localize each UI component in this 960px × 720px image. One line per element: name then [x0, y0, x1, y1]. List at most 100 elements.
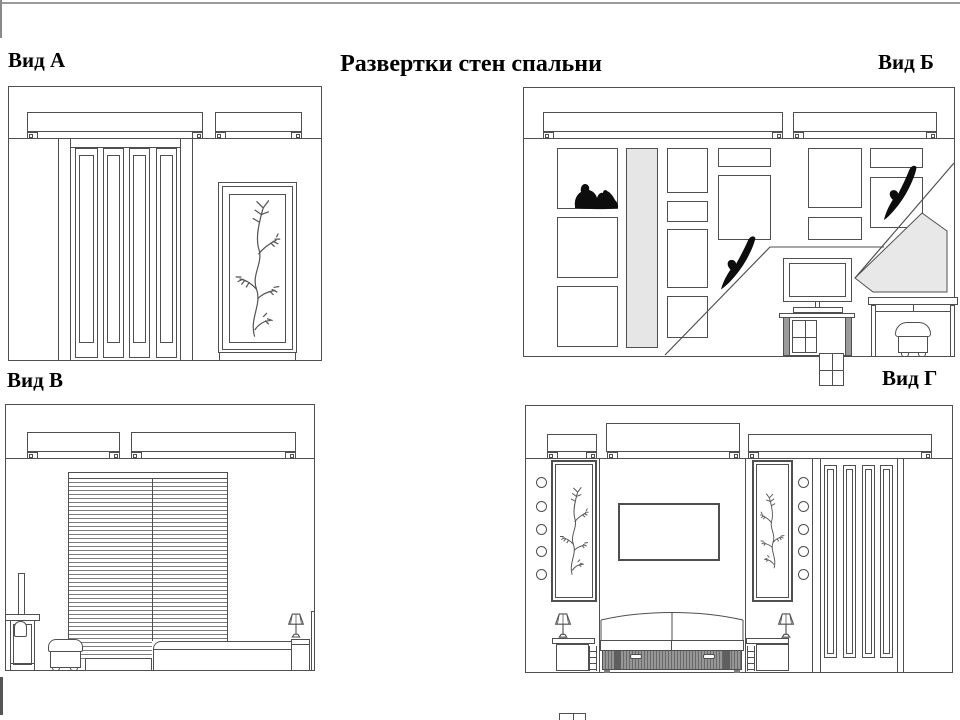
door-slat-inner [133, 155, 146, 343]
cornice-bracket [27, 452, 38, 459]
cornice-box [27, 432, 120, 452]
bed-mattress-line [154, 649, 294, 650]
wall-frame [557, 286, 618, 347]
bed-foot [604, 670, 610, 673]
blinds-right [152, 479, 228, 641]
table-lamp [287, 613, 305, 638]
bed-drawer-base [602, 650, 742, 670]
wardrobe-edge [897, 458, 898, 673]
cornice-bracket [27, 132, 38, 139]
wall-frame [808, 148, 862, 208]
cornice-bracket [729, 452, 740, 459]
nightstand-top [552, 638, 595, 644]
door-slat-inner [883, 469, 890, 654]
wardrobe-edge [820, 458, 821, 673]
wall-frame [718, 175, 771, 240]
reclining-figure-silhouette [883, 165, 917, 221]
bed-section-edge [745, 458, 746, 673]
cabinet-top-shelf [793, 307, 843, 313]
cornice-bracket [131, 452, 142, 459]
door-slat-inner [79, 155, 94, 343]
ottoman-body [50, 651, 81, 668]
bed-section-edge [599, 458, 600, 673]
cornice-bracket [793, 132, 804, 139]
wall-frame [808, 217, 862, 240]
nightstand-body [556, 644, 589, 671]
decor-panel-leg [295, 353, 296, 361]
blinds-header [68, 472, 228, 479]
sconce-light [798, 501, 809, 512]
cornice-bracket [607, 452, 618, 459]
cornice-bracket [586, 452, 597, 459]
pouf-foot [901, 352, 909, 357]
nightstand-door [559, 713, 586, 720]
bed-base-band [614, 651, 621, 669]
cornice-box [748, 434, 932, 452]
branch-ornament [760, 493, 785, 569]
ottoman-foot [70, 667, 78, 671]
reclining-figure-silhouette [720, 236, 756, 290]
tv-cabinet-door [819, 353, 844, 386]
vanity-mirror [18, 573, 25, 615]
view-a-wall [8, 86, 322, 361]
desk-top [868, 297, 958, 305]
sconce-light [536, 501, 547, 512]
page-title: Развертки стен спальни [340, 51, 602, 77]
branch-ornament [235, 199, 281, 337]
decor-panel-leg [219, 353, 220, 361]
cornice-bracket [772, 132, 783, 139]
tv-screen [789, 263, 846, 297]
wall-frame [870, 177, 923, 228]
tv-cabinet-stile [783, 317, 790, 356]
slide-top-border [0, 2, 960, 4]
desk-leg [950, 305, 955, 357]
pouf-body [898, 336, 928, 353]
bed-bench [85, 658, 152, 671]
slide-bottomleft-stub [0, 677, 3, 715]
sconce-light [536, 524, 547, 535]
door-slat-inner [865, 469, 872, 654]
nightstand-top-line [292, 644, 309, 645]
pouf-foot [918, 352, 926, 357]
bed [153, 641, 295, 671]
wall-frame [718, 148, 771, 167]
sconce-light [536, 477, 547, 488]
door-slat-inner [160, 155, 173, 343]
view-a-label: Вид А [8, 48, 66, 72]
cornice-bracket [748, 452, 759, 459]
cornice-bracket [215, 132, 226, 139]
vanity-cabinet-line [11, 663, 34, 664]
view-v-ceiling-line [5, 458, 315, 459]
cornice-box [547, 434, 597, 452]
view-v-label: Вид В [7, 368, 63, 392]
cornice-bracket [291, 132, 302, 139]
view-b-ceiling-line [523, 138, 955, 139]
nightstand-top [746, 638, 789, 644]
nightstand [291, 639, 310, 671]
table-lamp [777, 613, 795, 638]
wall-frame [667, 296, 708, 338]
bed-foot [734, 670, 740, 673]
sconce-light [798, 477, 809, 488]
drawer-handle [703, 654, 715, 659]
sconce-light [798, 546, 809, 557]
tv-frame [783, 258, 852, 302]
slide-left-border-stub [0, 0, 2, 38]
view-a-ceiling-line [8, 138, 322, 139]
cornice-box [27, 112, 203, 132]
tv-cabinet-stile [845, 317, 852, 356]
cornice-bracket [547, 452, 558, 459]
wall-frame [667, 229, 708, 288]
door-slat-inner [846, 469, 853, 654]
door-slat [156, 148, 177, 358]
wardrobe-edge [812, 458, 813, 673]
cornice-bracket [109, 452, 120, 459]
nightstand-body [756, 644, 789, 671]
wall-column-panel [626, 148, 658, 348]
door-slat [75, 148, 98, 358]
niche-diagonals [664, 162, 955, 356]
headboard-arch [600, 612, 744, 640]
bed-post-ladder [747, 646, 755, 671]
desk-rail [876, 311, 950, 312]
table-lamp [554, 613, 572, 638]
